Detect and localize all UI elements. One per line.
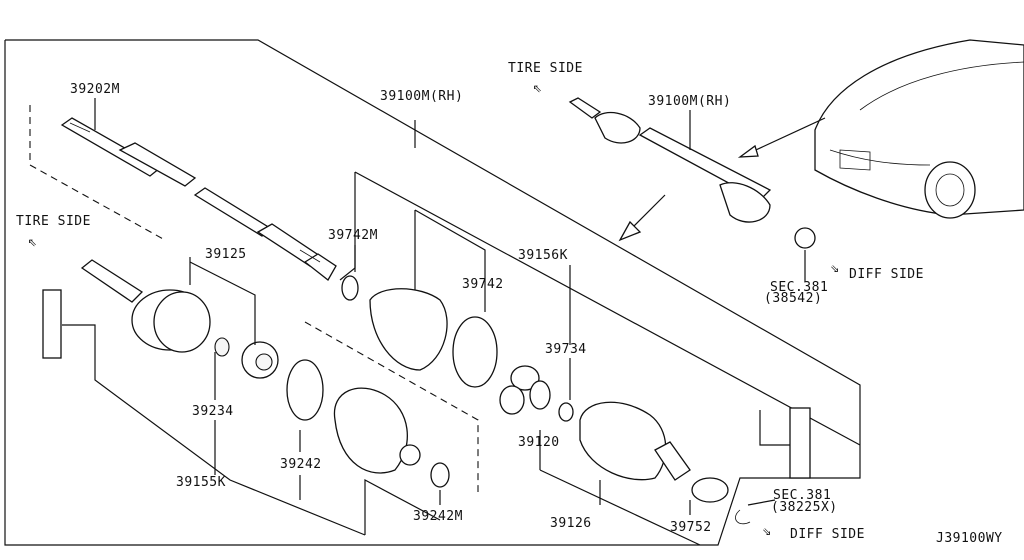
tripod-39120 [499,365,574,422]
leader-grease-right [759,410,790,446]
leader-39742-b [414,209,486,312]
frame-39156K [339,172,356,281]
leader-39126 [539,469,701,546]
vehicle-arrow-head [737,144,759,158]
label-diff-side-top: DIFF SIDE [849,267,924,282]
label-39156K: 39156K [518,248,568,263]
frame-line-a [354,171,861,446]
label-39100M-inset: 39100M(RH) [648,94,732,109]
label-39202M: 39202M [70,82,120,97]
clip-sec381-bottom [735,509,751,525]
diagram-code: J39100WY [936,531,1003,546]
vehicle-illustration [814,39,1024,219]
diff-side-top-arrow-icon: ⇘ [830,258,840,276]
label-39155K: 39155K [176,475,226,490]
leader-39125-b [189,261,256,345]
dashed-box-middle [304,321,479,492]
label-sec381-top-sub: (38542) [764,291,823,306]
label-sec381-bottom: SEC.381 [773,488,832,503]
label-39242: 39242 [280,457,322,472]
leader-group-bottom [364,479,441,535]
label-39734: 39734 [545,342,587,357]
outer-joint-39155K [80,259,279,379]
tire-side-left-arrow-icon: ⇖ [28,232,38,250]
label-39234: 39234 [192,404,234,419]
boot-39742 [341,275,498,388]
label-39752: 39752 [670,520,712,535]
vehicle-arrow [744,117,826,156]
label-39125: 39125 [205,247,247,262]
label-sec381-top: SEC.381 [770,280,829,295]
label-tire-side-top: TIRE SIDE [508,61,583,76]
leader-sec381-bottom [747,499,776,506]
label-39100M-main: 39100M(RH) [380,89,464,104]
label-sec381-bottom-sub: (38225X) [771,500,838,515]
grease-tube-left [42,289,62,359]
label-39242M: 39242M [413,509,463,524]
leader-39155K [62,324,366,536]
label-diff-side-bottom: DIFF SIDE [790,527,865,542]
tire-side-top-arrow-icon: ⇖ [533,78,543,96]
grease-tube-right [789,407,811,479]
label-39742M: 39742M [328,228,378,243]
big-arrow-inset-head [618,220,642,242]
dashed-box-left [29,105,166,241]
label-39126: 39126 [550,516,592,531]
inset-shaft-assembly [568,97,816,249]
housing-39126 [579,401,729,503]
boot-39242 [286,359,450,488]
label-tire-side-left: TIRE SIDE [16,214,91,229]
shaft-39202M [60,117,337,281]
label-39742: 39742 [462,277,504,292]
label-39120: 39120 [518,435,560,450]
diff-side-bottom-arrow-icon: ⇘ [762,521,772,539]
